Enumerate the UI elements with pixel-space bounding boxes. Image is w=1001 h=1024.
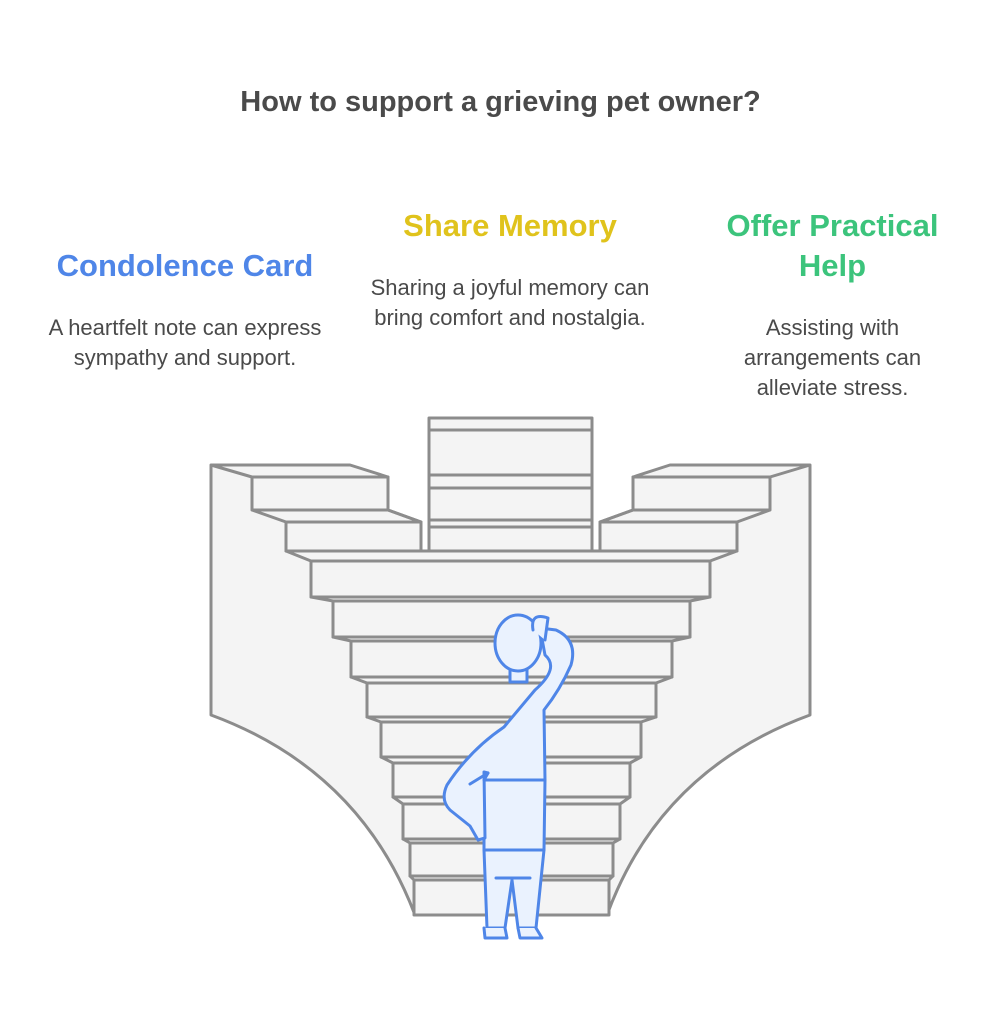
side-step <box>631 475 772 512</box>
side-step <box>284 520 423 553</box>
person-arm-fold <box>468 771 490 786</box>
option-description-offer-practical-help: Assisting with arrangements can alleviat… <box>743 315 922 400</box>
stair-riser <box>365 681 658 719</box>
person-hips <box>482 778 547 852</box>
side-step-edges <box>251 508 771 524</box>
person-torso <box>442 626 575 842</box>
person-head <box>493 613 543 673</box>
person-shoes <box>482 926 544 940</box>
option-heading-condolence-card: Condolence Card <box>56 248 314 283</box>
page-title: How to support a grieving pet owner? <box>240 86 761 118</box>
option-heading-offer-practical-help: Offer Practical Help <box>726 208 939 283</box>
side-step <box>598 520 739 553</box>
option-heading-share-memory: Share Memory <box>403 208 617 243</box>
option-description-share-memory: Sharing a joyful memory can bring comfor… <box>370 275 650 330</box>
person-hand <box>531 615 550 642</box>
central-pillar <box>427 416 594 553</box>
stair-riser <box>309 559 712 599</box>
side-step <box>250 475 390 512</box>
option-description-condolence-card: A heartfelt note can express sympathy an… <box>48 315 322 370</box>
